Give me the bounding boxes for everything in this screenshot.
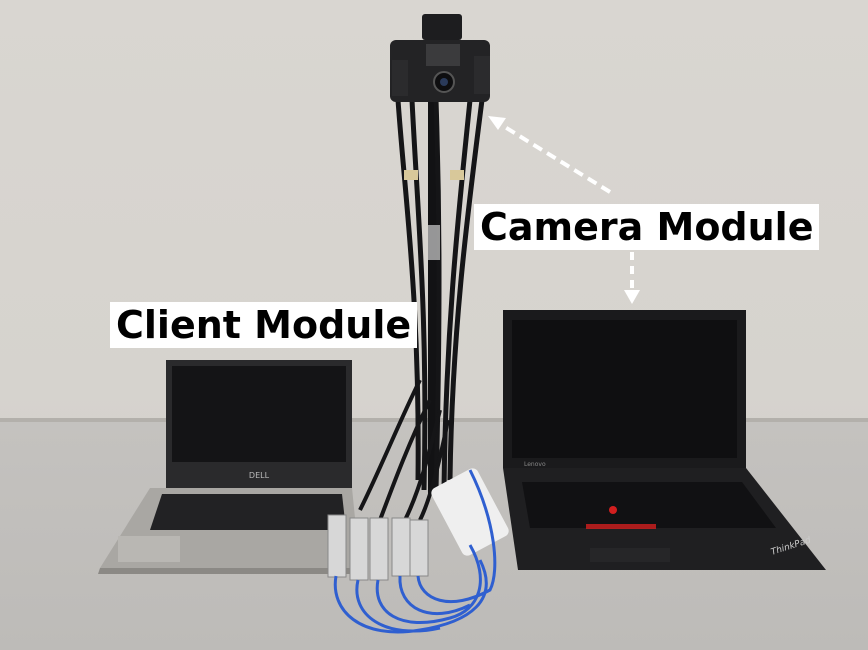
arrow-to-camera-rig (498, 122, 612, 194)
left-laptop-keyboard (150, 494, 346, 530)
client-module-label: Client Module (110, 302, 418, 348)
right-laptop-trackpoint-buttons (586, 524, 656, 529)
right-laptop-trackpoint (609, 506, 617, 514)
usb-hub-box (431, 468, 509, 556)
right-laptop-keyboard (522, 482, 776, 528)
camera-pole (358, 95, 485, 521)
right-laptop-touchpad (590, 548, 670, 562)
pole (428, 95, 438, 495)
left-laptop-touchpad (118, 536, 180, 562)
camera-module-label: Camera Module (474, 204, 820, 250)
blue-cables (333, 469, 497, 634)
left-laptop: DELL (98, 360, 360, 574)
right-laptop-screen (512, 320, 737, 458)
left-laptop-screen (172, 366, 346, 462)
annotation-arrows (488, 116, 640, 304)
right-laptop-bezel-logo: Lenovo (524, 461, 546, 468)
right-laptop: Lenovo ThinkPad (503, 310, 826, 570)
left-laptop-front-edge (98, 568, 360, 574)
left-laptop-logo: DELL (249, 471, 270, 480)
camera-rig (390, 14, 490, 102)
usb-hub-adapters (327, 468, 509, 581)
